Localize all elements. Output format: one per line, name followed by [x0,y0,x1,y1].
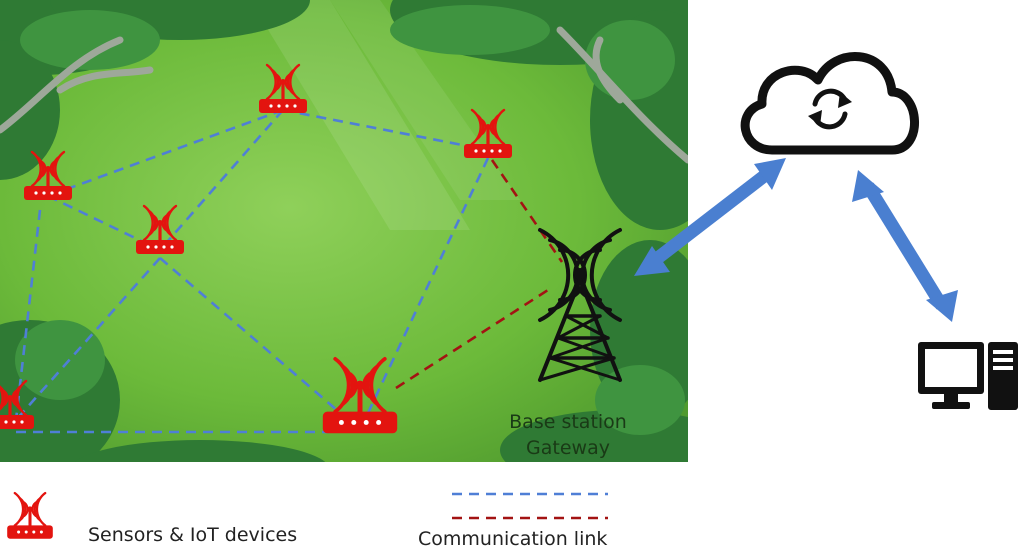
link-a-c [47,108,284,198]
link-b-gateway [490,159,564,263]
legend-sensors-label: Sensors & IoT devices [88,524,297,546]
legend: Sensors & IoT devices Communication link [6,491,608,548]
link-a-b [282,108,489,152]
sensor-links [14,108,490,434]
legend-link-label: Communication link [418,528,607,548]
gateway-label: Gateway [526,437,610,459]
radio-tower-icon [538,228,622,382]
gateway-links [395,159,564,390]
cloud-sync-icon [740,52,919,155]
link-c-f [14,209,42,421]
legend-sensor-icon [6,491,54,540]
link-e-gateway [395,288,549,390]
forest-background [0,0,688,462]
link-a-d [159,109,284,251]
link-d-e [159,257,361,431]
cloud-gateway-arrow [634,158,786,276]
link-d-f [15,257,161,421]
cloud-computer-arrow [852,170,958,322]
desktop-computer-icon [918,342,1018,410]
base-station-label: Base station [509,411,627,433]
